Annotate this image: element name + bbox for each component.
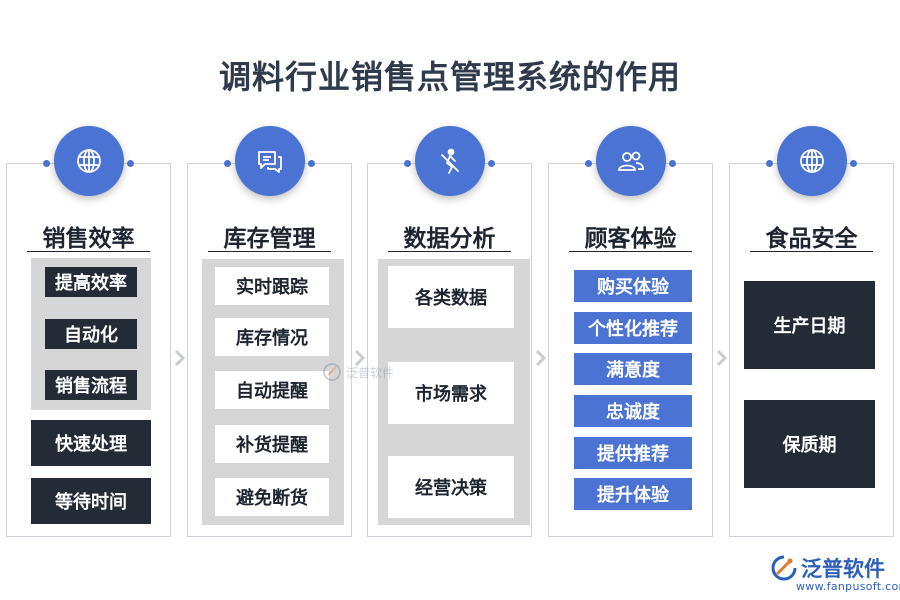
title-underline xyxy=(388,251,511,252)
connector-dot xyxy=(224,160,231,167)
watermark: 泛普软件 xyxy=(322,362,394,382)
connector-dot xyxy=(404,160,411,167)
column-title: 食品安全 xyxy=(765,225,858,252)
list-item: 补货提醒 xyxy=(215,425,329,463)
list-item: 忠诚度 xyxy=(574,395,692,427)
list-item: 经营决策 xyxy=(388,456,514,518)
list-item: 避免断货 xyxy=(215,478,329,516)
connector-dot xyxy=(43,160,50,167)
chevron-right-icon xyxy=(535,350,547,366)
page-title: 调料行业销售点管理系统的作用 xyxy=(218,58,681,96)
title-underline xyxy=(569,251,692,252)
column-title: 数据分析 xyxy=(403,225,496,252)
title-underline xyxy=(750,251,873,252)
chat-icon xyxy=(234,126,305,196)
connector-dot xyxy=(766,160,773,167)
column-inventory: 库存管理 实时跟踪 库存情况 自动提醒 补货提醒 避免断货 xyxy=(187,126,352,537)
connector-dot xyxy=(308,160,315,167)
list-item: 提高效率 xyxy=(45,267,137,297)
brand-name: 泛普软件 xyxy=(801,557,885,581)
person-pen-icon xyxy=(414,126,485,196)
watermark-logo-icon xyxy=(323,363,341,381)
brand-url: www.fanpusoft.com xyxy=(796,580,900,593)
list-item: 提供推荐 xyxy=(574,437,692,469)
chevron-right-icon xyxy=(174,350,186,366)
list-item: 生产日期 xyxy=(744,281,875,369)
title-underline xyxy=(27,251,150,252)
users-icon xyxy=(595,126,666,196)
list-item: 库存情况 xyxy=(215,318,329,356)
title-underline xyxy=(208,251,331,252)
brand-logo: 泛普软件 xyxy=(771,553,885,583)
list-item: 满意度 xyxy=(574,353,692,385)
column-title: 顾客体验 xyxy=(584,225,677,252)
list-item: 自动提醒 xyxy=(215,371,329,409)
list-item: 市场需求 xyxy=(388,362,514,424)
watermark-text: 泛普软件 xyxy=(346,365,395,380)
list-item: 购买体验 xyxy=(574,270,692,302)
list-item: 快速处理 xyxy=(31,420,151,466)
connector-dot xyxy=(669,160,676,167)
list-item: 自动化 xyxy=(45,319,137,349)
list-item: 销售流程 xyxy=(45,370,137,400)
list-item: 个性化推荐 xyxy=(574,312,692,344)
globe-icon xyxy=(776,126,847,196)
connector-dot xyxy=(488,160,495,167)
list-item: 提升体验 xyxy=(574,478,692,510)
column-title: 销售效率 xyxy=(42,225,135,252)
column-title: 库存管理 xyxy=(223,225,316,252)
list-item: 保质期 xyxy=(744,400,875,488)
list-item: 各类数据 xyxy=(388,266,514,328)
column-sales-efficiency: 销售效率 提高效率 自动化 销售流程 快速处理 等待时间 xyxy=(6,126,171,537)
column-food-safety: 食品安全 生产日期 保质期 xyxy=(729,126,894,537)
list-item: 等待时间 xyxy=(31,478,151,524)
chevron-right-icon xyxy=(716,350,728,366)
column-data-analysis: 数据分析 各类数据 市场需求 经营决策 xyxy=(367,126,532,537)
connector-dot xyxy=(127,160,134,167)
chevron-right-icon xyxy=(354,350,366,366)
globe-icon xyxy=(53,126,124,196)
list-item: 实时跟踪 xyxy=(215,267,329,305)
connector-dot xyxy=(585,160,592,167)
column-customer-experience: 顾客体验 购买体验 个性化推荐 满意度 忠诚度 提供推荐 提升体验 xyxy=(548,126,713,537)
brand-logo-icon xyxy=(771,555,797,581)
connector-dot xyxy=(850,160,857,167)
